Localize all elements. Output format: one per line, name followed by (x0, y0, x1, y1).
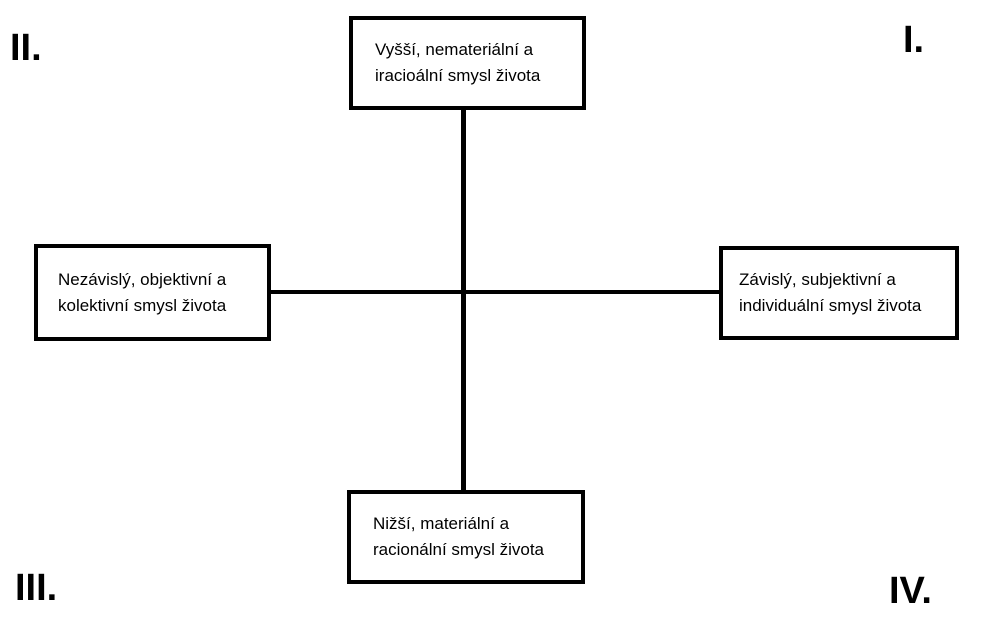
box-right-text: Závislý, subjektivní a individuální smys… (739, 267, 921, 319)
box-bottom-line2: racionální smysl života (373, 540, 545, 559)
vertical-axis (461, 107, 466, 494)
quadrant-label-4: IV. (889, 570, 932, 612)
box-left-line2: kolektivní smysl života (58, 295, 227, 315)
box-right-line1: Závislý, subjektivní a (739, 270, 896, 289)
quadrant-label-3: III. (15, 567, 58, 609)
box-bottom-lower-meaning: Nižší, materiální a racionální smysl živ… (347, 490, 585, 584)
box-right-dependent-meaning: Závislý, subjektivní a individuální smys… (719, 246, 959, 340)
box-left-text: Nezávislý, objektivní a kolektivní smysl… (58, 267, 226, 319)
box-right-line2: individuální smysl života (739, 296, 922, 315)
horizontal-axis (269, 290, 722, 294)
box-left-line1: Nezávislý, objektivní a (58, 269, 227, 289)
box-bottom-text: Nižší, materiální a racionální smysl živ… (373, 511, 544, 563)
box-bottom-line1: Nižší, materiální a (373, 514, 510, 533)
box-top-line1: Vyšší, nemateriální a (375, 40, 534, 59)
quadrant-label-2: II. (10, 27, 42, 69)
box-top-line2: iracioální smysl života (375, 66, 541, 85)
box-top-higher-meaning: Vyšší, nemateriální a iracioální smysl ž… (349, 16, 586, 110)
quadrant-label-1: I. (903, 19, 925, 61)
box-top-text: Vyšší, nemateriální a iracioální smysl ž… (375, 37, 540, 89)
box-left-independent-meaning: Nezávislý, objektivní a kolektivní smysl… (34, 244, 271, 341)
